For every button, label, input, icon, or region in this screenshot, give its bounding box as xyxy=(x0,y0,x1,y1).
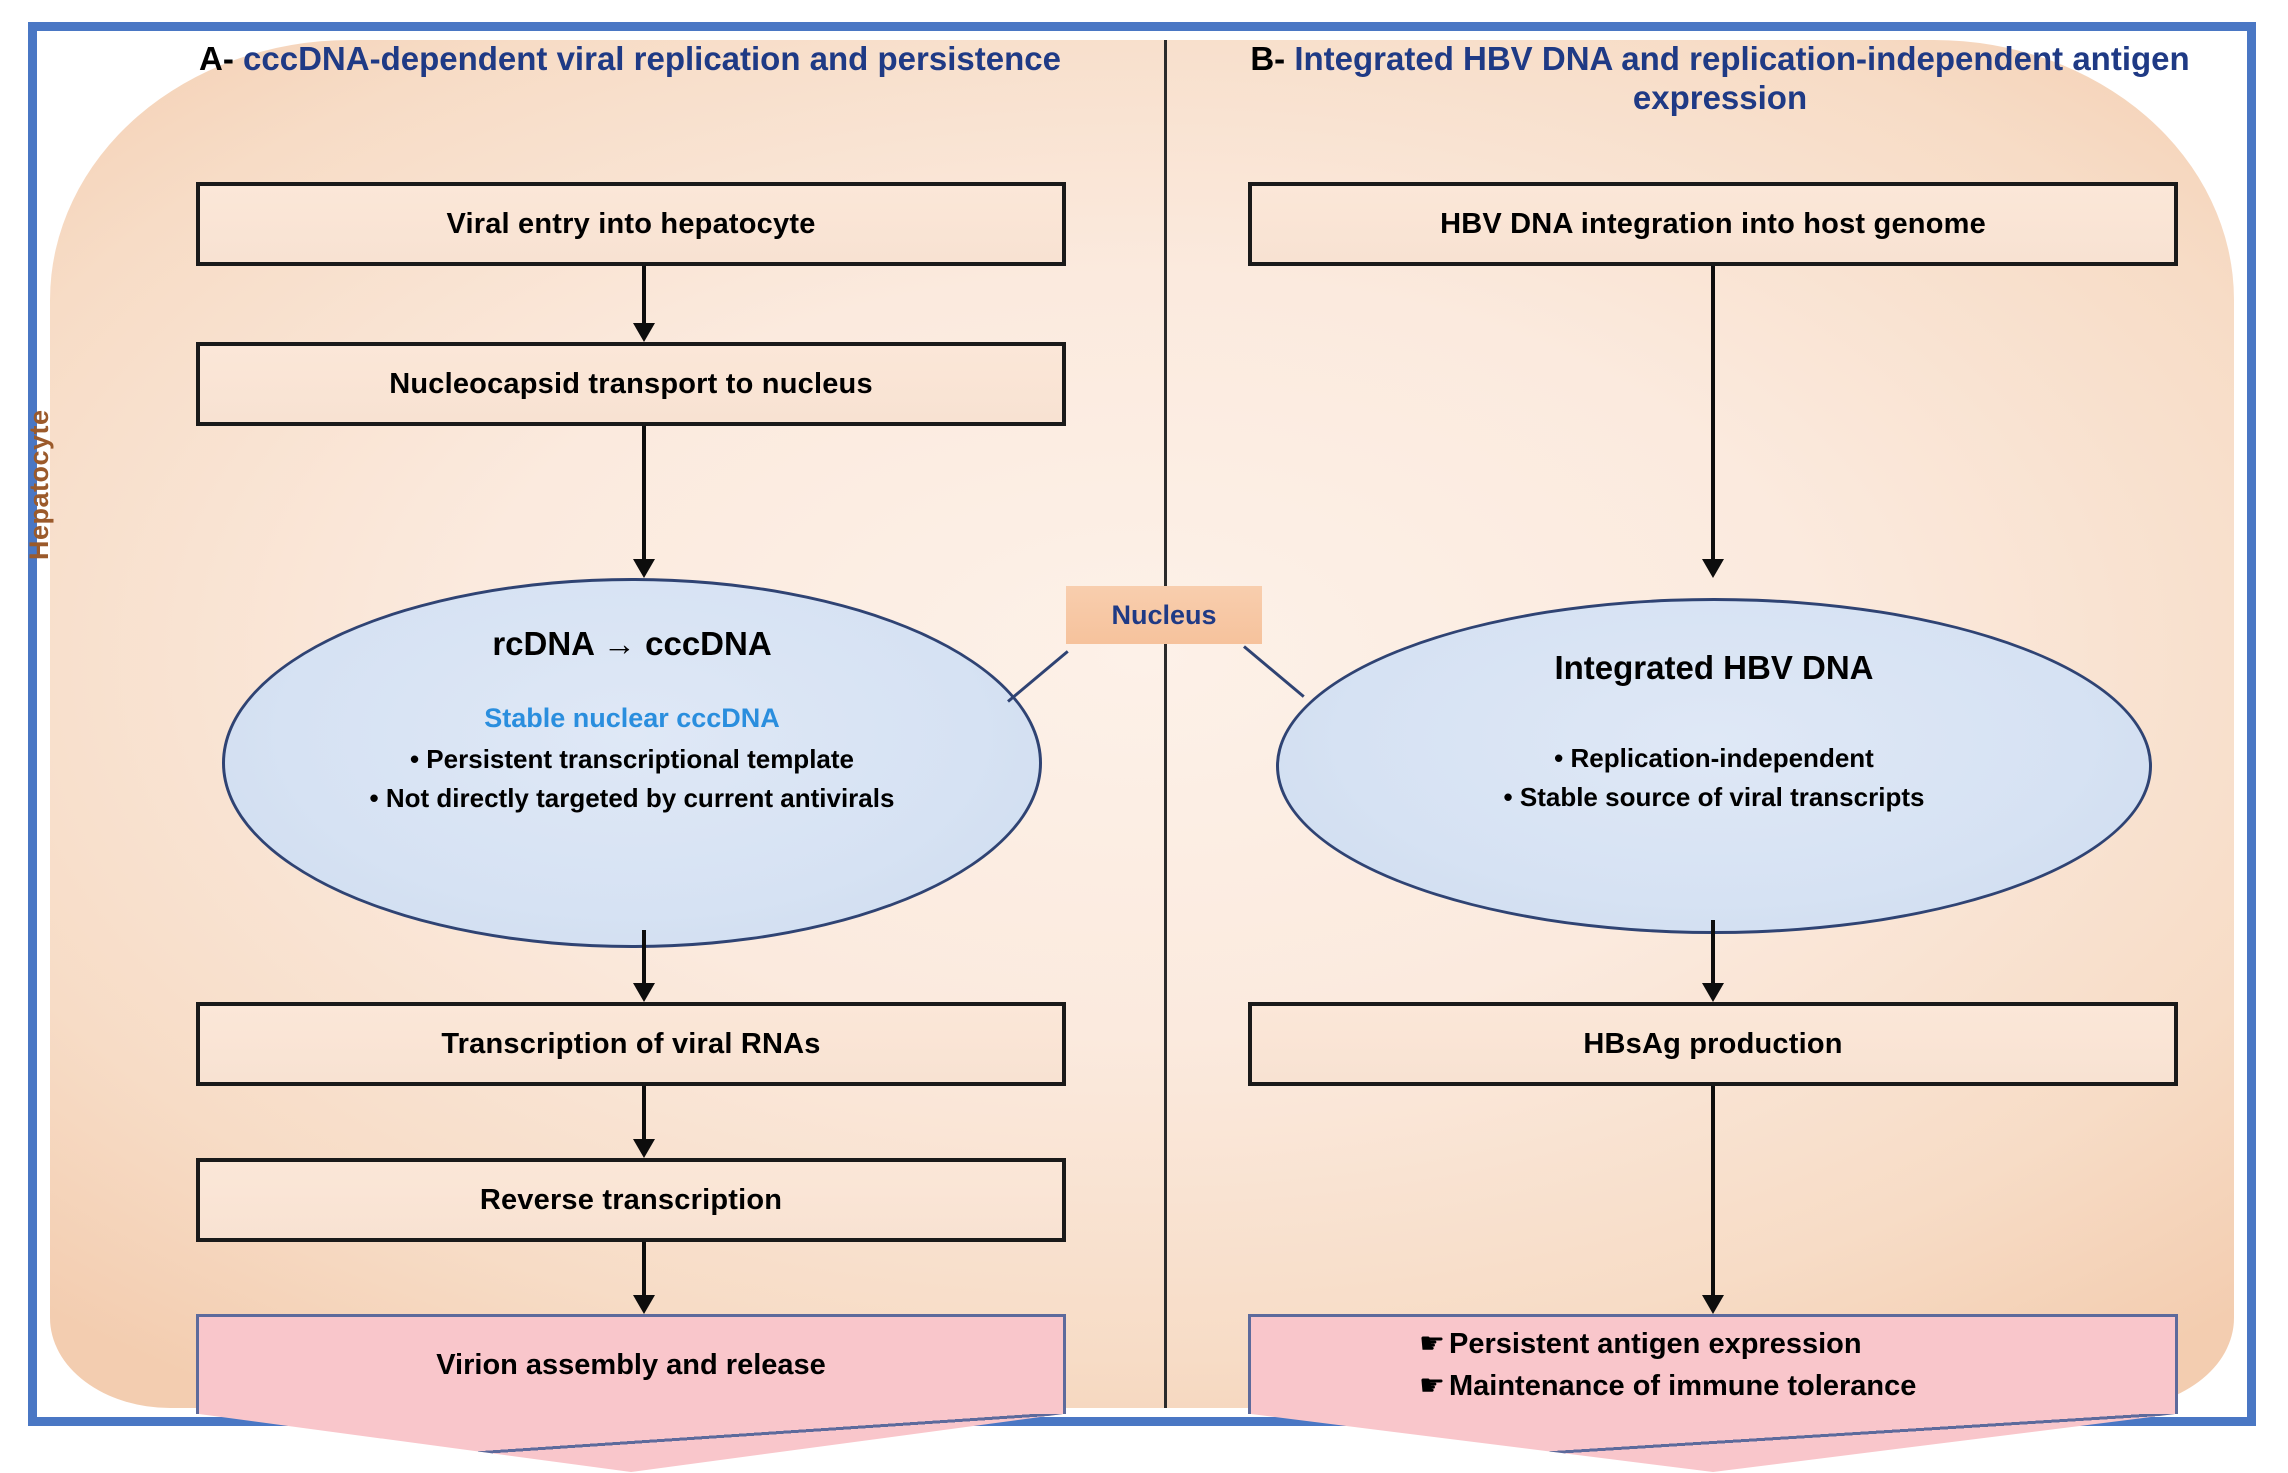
panel-b-step-integration: HBV DNA integration into host genome xyxy=(1248,182,2178,266)
panel-b-outcome-text-2: Maintenance of immune tolerance xyxy=(1449,1369,1917,1402)
arrow-shaft xyxy=(642,426,646,559)
panel-a-outcome: Virion assembly and release xyxy=(196,1314,1066,1472)
panel-a-nucleus-title: rcDNA → cccDNA xyxy=(492,625,772,662)
panel-a-step-reverse-transcription: Reverse transcription xyxy=(196,1158,1066,1242)
arrow-head xyxy=(1702,559,1724,578)
panel-b-outcome: ☛Persistent antigen expression ☛Maintena… xyxy=(1248,1314,2178,1472)
panel-a-title: A- cccDNA-dependent viral replication an… xyxy=(150,40,1110,79)
panel-b-nucleus-title: Integrated HBV DNA xyxy=(1554,649,1874,686)
panel-b-outcome-text-1: Persistent antigen expression xyxy=(1449,1328,1862,1361)
panel-b-title: B- Integrated HBV DNA and replication-in… xyxy=(1240,40,2200,118)
pointing-hand-icon: ☛ xyxy=(1419,1328,1445,1361)
panel-b-outcome-line-2: ☛Maintenance of immune tolerance xyxy=(1419,1366,1916,1407)
arrow-shaft xyxy=(642,930,646,983)
arrow-b-1 xyxy=(1700,266,1726,578)
panel-b-step-hbsag-production: HBsAg production xyxy=(1248,1002,2178,1086)
panel-divider xyxy=(1164,40,1167,1408)
panel-a-title-text: cccDNA-dependent viral replication and p… xyxy=(243,40,1061,77)
arrow-shaft xyxy=(642,1242,646,1295)
pointing-hand-icon-2: ☛ xyxy=(1419,1369,1445,1402)
arrow-shaft xyxy=(642,1086,646,1139)
panel-b-nucleus-bullet-2: • Stable source of viral transcripts xyxy=(1503,782,1925,812)
panel-a-nucleus-ellipse: rcDNA → cccDNA Stable nuclear cccDNA • P… xyxy=(222,578,1042,948)
arrow-shaft xyxy=(1711,266,1715,559)
arrow-a-1 xyxy=(631,266,657,342)
panel-b-outcome-line-1: ☛Persistent antigen expression xyxy=(1419,1324,1862,1365)
panel-a-outcome-line-1: Virion assembly and release xyxy=(436,1348,826,1381)
arrow-shaft xyxy=(642,266,646,323)
arrow-head xyxy=(633,1139,655,1158)
panel-a-outcome-tail xyxy=(199,1414,1063,1472)
panel-a-marker: A- xyxy=(199,40,244,77)
arrow-head xyxy=(1702,1295,1724,1314)
panel-a-nucleus-subtitle: Stable nuclear cccDNA xyxy=(484,703,780,733)
panel-b-nucleus-bullet-1: • Replication-independent xyxy=(1554,743,1874,773)
panel-a-nucleus-bullet-1: • Persistent transcriptional template xyxy=(409,744,854,774)
panel-b-marker: B- xyxy=(1250,40,1295,77)
arrow-a-4 xyxy=(631,1086,657,1158)
panel-b-outcome-tail xyxy=(1251,1414,2175,1472)
arrow-a-2 xyxy=(631,426,657,578)
arrow-shaft xyxy=(1711,920,1715,983)
panel-b-nucleus-ellipse: Integrated HBV DNA • Replication-indepen… xyxy=(1276,598,2152,934)
arrow-b-3 xyxy=(1700,1086,1726,1314)
arrow-b-2 xyxy=(1700,920,1726,1002)
hepatocyte-label: Hepatocyte xyxy=(24,409,54,560)
arrow-head xyxy=(633,323,655,342)
panel-b-title-text: Integrated HBV DNA and replication-indep… xyxy=(1294,40,2190,116)
arrow-head xyxy=(633,1295,655,1314)
panel-a-step-nucleocapsid-transport: Nucleocapsid transport to nucleus xyxy=(196,342,1066,426)
panel-a-nucleus-bullet-2: • Not directly targeted by current antiv… xyxy=(369,783,895,813)
arrow-a-3 xyxy=(631,930,657,1002)
arrow-a-5 xyxy=(631,1242,657,1314)
arrow-head xyxy=(1702,983,1724,1002)
arrow-head xyxy=(633,559,655,578)
panel-a-step-viral-entry: Viral entry into hepatocyte xyxy=(196,182,1066,266)
nucleus-label-tag: Nucleus xyxy=(1066,586,1262,644)
panel-a-step-transcription: Transcription of viral RNAs xyxy=(196,1002,1066,1086)
arrow-shaft xyxy=(1711,1086,1715,1295)
arrow-head xyxy=(633,983,655,1002)
